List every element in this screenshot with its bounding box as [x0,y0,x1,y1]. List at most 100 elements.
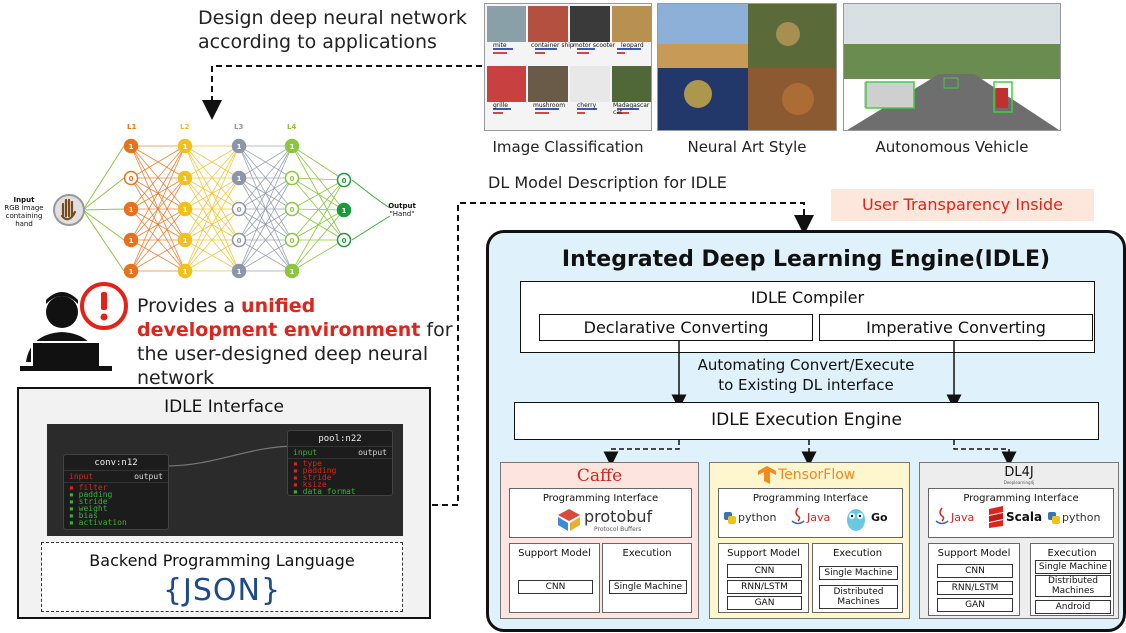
nn-edge [291,179,345,272]
caffe-exec-title: Execution [622,548,672,559]
caffe-name: Caffe [576,466,623,486]
python-icon [724,512,736,524]
nn-edge [291,239,345,272]
conv-node-title: conv:n12 [64,455,168,471]
automating-line1: Automating Convert/Execute [697,356,915,374]
dl4j-execution: Execution Single Machine Distributed Mac… [1030,543,1114,616]
caffe-pi-title: Programming Interface [542,493,659,504]
tensorflow-exec-title: Execution [832,548,883,559]
image-classification-thumb: mite container ship motor scooter leopar… [484,3,652,131]
nn-edge [130,145,186,272]
nn-edge [238,145,293,241]
dl4j-model-gan: GAN [937,598,1013,612]
tensorflow-icon [758,466,776,484]
neural-art-graphic [658,4,836,130]
nn-node-value: 1 [237,268,242,276]
dl4j-exec-distributed: Distributed Machines [1035,575,1111,597]
nn-node-value: 1 [129,143,134,151]
nn-edge [291,177,345,211]
tensorflow-exec-single: Single Machine [819,566,898,580]
dl4j-sm-title: Support Model [937,548,1011,559]
design-caption-line1: Design deep neural network [198,7,467,29]
caffe-framework: Caffe Programming Interface protobuf Pro… [500,462,699,619]
nn-edge [184,145,240,179]
conv-input-port[interactable]: input [69,472,94,481]
nn-node-value: 1 [342,207,347,215]
nn-node-value: 1 [183,175,188,183]
nn-node [123,263,139,279]
nn-node [231,138,247,154]
node-param: ▪ padding [69,490,113,499]
nn-node [123,232,139,248]
nn-node [284,170,300,186]
tensorflow-lang-go: Go [871,511,888,524]
dl-model-description-label: DL Model Description for IDLE [488,173,727,192]
nn-edge [184,208,240,272]
conv-output-port[interactable]: output [134,472,163,481]
dl4j-model-cnn: CNN [937,564,1013,578]
dl4j-lang-java: Java [951,511,975,524]
label-grille: grille [493,102,508,109]
idle-title: Integrated Deep Learning Engine(IDLE) [561,247,1051,272]
dl4j-exec-title: Execution [1047,548,1097,559]
automating-text: Automating Convert/Execute to Existing D… [489,355,1123,395]
conv-node[interactable]: conv:n12 input output ▪ filter▪ padding ▪… [63,454,169,530]
scala-icon [989,506,1003,528]
user-laptop-icon [20,292,112,371]
nn-node [231,232,247,248]
nn-node-value: 1 [237,143,242,151]
node-param: ▪ activation [69,518,127,527]
nn-output-node [336,232,352,248]
nn-node-value: 0 [237,206,242,214]
nn-edge [82,177,125,211]
dl4j-exec-single: Single Machine [1035,560,1111,574]
layer-label-l2: L2 [180,123,190,131]
dl4j-sub: Deeplearning4j [1003,480,1035,485]
imagenet-grid-graphic [487,6,651,114]
nn-edge [291,177,345,241]
nn-edge [238,145,293,210]
caffe-sm-title: Support Model [518,548,591,559]
pool-output-port[interactable]: output [358,448,387,457]
node-param: ▪ ksize [293,480,327,489]
nn-node-value: 1 [183,268,188,276]
pool-input-port[interactable]: input [293,448,318,457]
nn-edge [351,179,391,209]
idle-engine-box: Integrated Deep Learning Engine(IDLE) ID… [486,230,1126,632]
nn-input-text: Input RGB Image containing hand [2,196,46,228]
neural-art-thumb [657,3,837,131]
nn-edge [291,145,345,211]
protobuf-icon [558,509,580,531]
caffe-programming-interface: Programming Interface protobuf Protocol … [509,488,692,538]
provides-highlight: unified development environment [137,295,421,341]
tensorflow-sm-title: Support Model [727,548,800,559]
declarative-converting-box: Declarative Converting [539,314,813,341]
provides-text: Provides a unified development environme… [137,294,457,390]
node-param: ▪ filter [69,483,108,492]
nn-node [231,263,247,279]
tensorflow-name: TensorFlow [778,467,856,483]
node-param: ▪ data format [293,487,356,496]
pool-params: ▪ type▪ padding▪ stride▪ ksize▪ data for… [288,459,392,496]
caffe-exec-single: Single Machine [609,580,687,594]
nn-node [177,170,193,186]
pool-node[interactable]: pool:n22 input output ▪ type▪ padding▪ s… [287,430,393,496]
nn-node-value: 0 [342,177,347,185]
idle-compiler-title: IDLE Compiler [750,288,865,307]
nn-node-value: 1 [290,268,295,276]
caption-autonomous-vehicle: Autonomous Vehicle [875,138,1029,156]
nn-node-value: 1 [129,237,134,245]
nn-edge [184,177,240,272]
hand-icon [60,198,77,221]
nn-output-label: Output [388,202,416,210]
label-leopard: leopard [621,42,644,49]
nn-edge [291,145,345,181]
nn-edge [82,209,125,272]
nn-edge [291,208,345,241]
nn-edge [291,209,345,272]
protobuf-label: protobuf [584,507,653,526]
nn-edge [130,208,186,272]
nn-edge [238,177,293,272]
nn-edge [130,145,186,241]
protobuf-sublabel: Protocol Buffers [594,526,642,533]
